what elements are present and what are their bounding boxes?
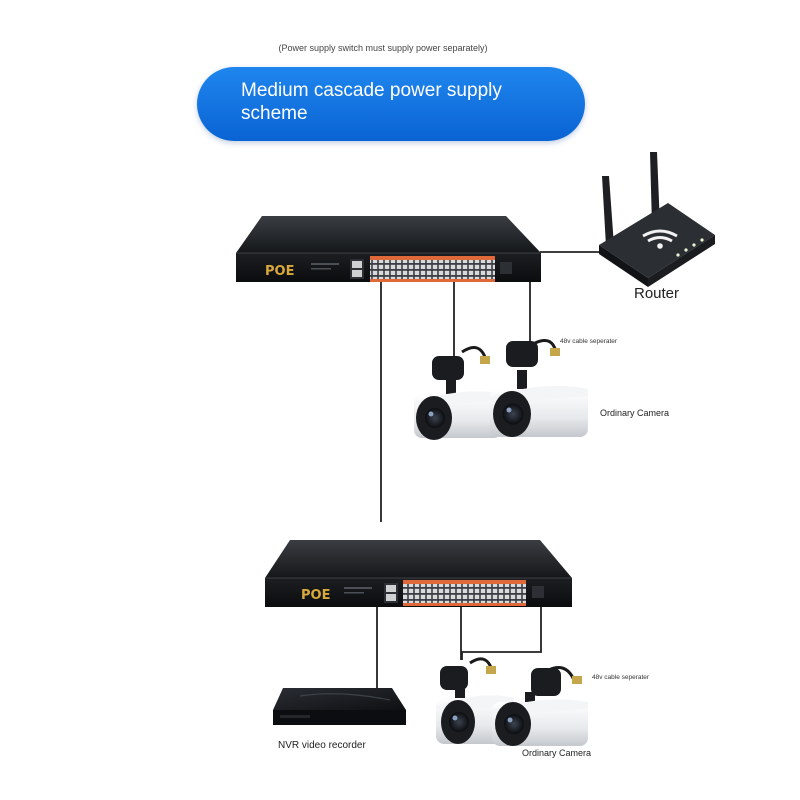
bottom-switch-brand: POE <box>301 588 330 603</box>
separator-label-top: 48v cable seperater <box>560 338 618 345</box>
top-camera-left <box>414 375 502 440</box>
nvr-label: NVR video recorder <box>278 740 366 751</box>
scheme-title: Medium cascade power supply scheme <box>241 80 502 124</box>
top-poe-switch: POE <box>236 216 541 282</box>
power-supply-note: (Power supply switch must supply power s… <box>278 43 488 53</box>
cables <box>376 251 605 688</box>
camera-cable-d <box>461 607 542 660</box>
separator-label-bottom: 48v cable seperater <box>592 674 650 681</box>
top-camera-right <box>490 370 588 437</box>
bottom-camera-right <box>492 692 588 746</box>
top-cable-separators <box>432 339 560 380</box>
router-label: Router <box>634 285 680 302</box>
bottom-cable-separators <box>440 657 582 696</box>
camera-label-top: Ordinary Camera <box>600 408 670 418</box>
scheme-title-banner: Medium cascade power supply scheme <box>197 67 585 141</box>
bottom-poe-switch: POE <box>265 540 572 607</box>
top-switch-brand: POE <box>265 264 294 279</box>
camera-label-bottom: Ordinary Camera <box>522 748 592 758</box>
nvr-recorder <box>273 688 406 725</box>
router <box>599 152 715 287</box>
